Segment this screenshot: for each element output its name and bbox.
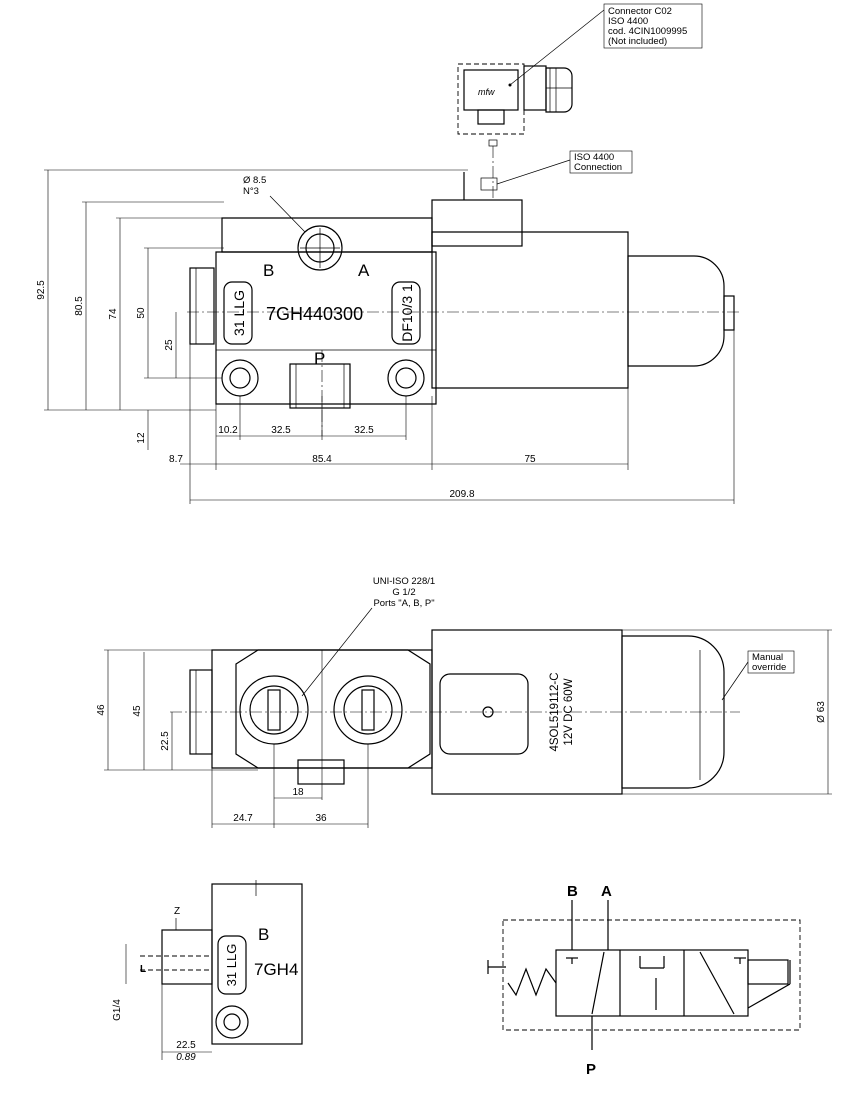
svg-text:50: 50: [136, 307, 147, 319]
side-view: [187, 172, 740, 436]
svg-text:46: 46: [96, 704, 107, 716]
svg-text:75: 75: [524, 454, 536, 465]
hole-note: Ø 8.5 N°3: [243, 175, 306, 233]
svg-text:L: L: [140, 964, 146, 975]
port-detail-labels: B 7GH4 31 LLG: [224, 925, 298, 986]
svg-text:25: 25: [164, 339, 175, 351]
svg-text:18: 18: [292, 787, 304, 798]
manual-override-note: Manual override: [721, 650, 795, 701]
port-note: UNI-ISO 228/1 G 1/2 Ports "A, B, P": [301, 576, 435, 697]
svg-text:4SOL519112-C: 4SOL519112-C: [549, 672, 561, 751]
svg-text:A: A: [601, 883, 612, 900]
svg-text:UNI-ISO 228/1: UNI-ISO 228/1: [373, 576, 435, 587]
svg-text:31 LLG: 31 LLG: [231, 290, 247, 336]
svg-text:mfw: mfw: [478, 87, 495, 97]
svg-text:Connector C02: Connector C02: [608, 6, 672, 17]
svg-text:12: 12: [136, 432, 147, 444]
svg-text:7GH4: 7GH4: [254, 960, 298, 979]
svg-text:G 1/2: G 1/2: [392, 587, 415, 598]
svg-text:B: B: [258, 925, 269, 944]
svg-text:override: override: [752, 662, 786, 673]
svg-text:12V DC 60W: 12V DC 60W: [563, 678, 575, 745]
svg-text:209.8: 209.8: [449, 489, 474, 500]
svg-text:B: B: [263, 261, 274, 280]
top-view-labels: 4SOL519112-C 12V DC 60W: [549, 672, 575, 751]
connector-view: mfw: [457, 9, 605, 200]
side-view-labels: B A P 7GH440300 31 LLG DF10/3 1: [231, 261, 415, 368]
svg-text:Ø 63: Ø 63: [816, 701, 827, 723]
svg-text:24.7: 24.7: [233, 813, 253, 824]
port-detail-dimensions: Z L G1/4 22.5 0.89: [112, 906, 212, 1063]
top-view: [170, 629, 740, 795]
svg-text:32.5: 32.5: [354, 425, 374, 436]
svg-text:0.89: 0.89: [176, 1052, 196, 1063]
svg-text:ISO 4400: ISO 4400: [574, 152, 614, 163]
svg-text:cod. 4CIN1009995: cod. 4CIN1009995: [608, 26, 687, 37]
svg-text:DF10/3 1: DF10/3 1: [399, 284, 415, 342]
svg-text:10.2: 10.2: [218, 425, 238, 436]
svg-text:8.7: 8.7: [169, 454, 183, 465]
iso-connection-note: ISO 4400 Connection: [480, 150, 633, 191]
svg-text:P: P: [314, 349, 325, 368]
svg-text:N°3: N°3: [243, 186, 259, 197]
svg-text:B: B: [567, 883, 578, 900]
svg-text:74: 74: [108, 308, 119, 320]
svg-text:7GH440300: 7GH440300: [266, 304, 363, 324]
svg-text:A: A: [358, 261, 370, 280]
svg-text:92.5: 92.5: [36, 280, 47, 300]
svg-text:Connection: Connection: [574, 162, 622, 173]
svg-text:22.5: 22.5: [160, 731, 171, 751]
svg-text:31 LLG: 31 LLG: [224, 944, 239, 987]
svg-text:32.5: 32.5: [271, 425, 291, 436]
top-view-dimensions: 46 45 22.5 18 24.7 36 Ø 63: [96, 629, 832, 828]
port-detail-view: [140, 880, 303, 1045]
svg-text:80.5: 80.5: [74, 296, 85, 316]
svg-text:ISO 4400: ISO 4400: [608, 16, 648, 27]
svg-text:85.4: 85.4: [312, 454, 332, 465]
connector-note: Connector C02 ISO 4400 cod. 4CIN1009995 …: [603, 3, 703, 49]
svg-text:Manual: Manual: [752, 652, 783, 663]
hydraulic-symbol-labels: B A P: [567, 883, 612, 1078]
svg-text:G1/4: G1/4: [112, 999, 123, 1021]
svg-text:Ø 8.5: Ø 8.5: [243, 175, 266, 186]
svg-text:(Not included): (Not included): [608, 36, 667, 47]
svg-text:P: P: [586, 1061, 596, 1078]
side-view-dimensions: 92.5 80.5 74 50 25 12 10.2 32.5 32.5 8.7…: [36, 169, 735, 504]
svg-text:45: 45: [132, 705, 143, 717]
svg-text:22.5: 22.5: [176, 1040, 196, 1051]
svg-text:Z: Z: [174, 906, 180, 917]
svg-text:36: 36: [315, 813, 327, 824]
hydraulic-symbol: [487, 900, 801, 1050]
svg-text:Ports "A, B, P": Ports "A, B, P": [373, 598, 434, 609]
